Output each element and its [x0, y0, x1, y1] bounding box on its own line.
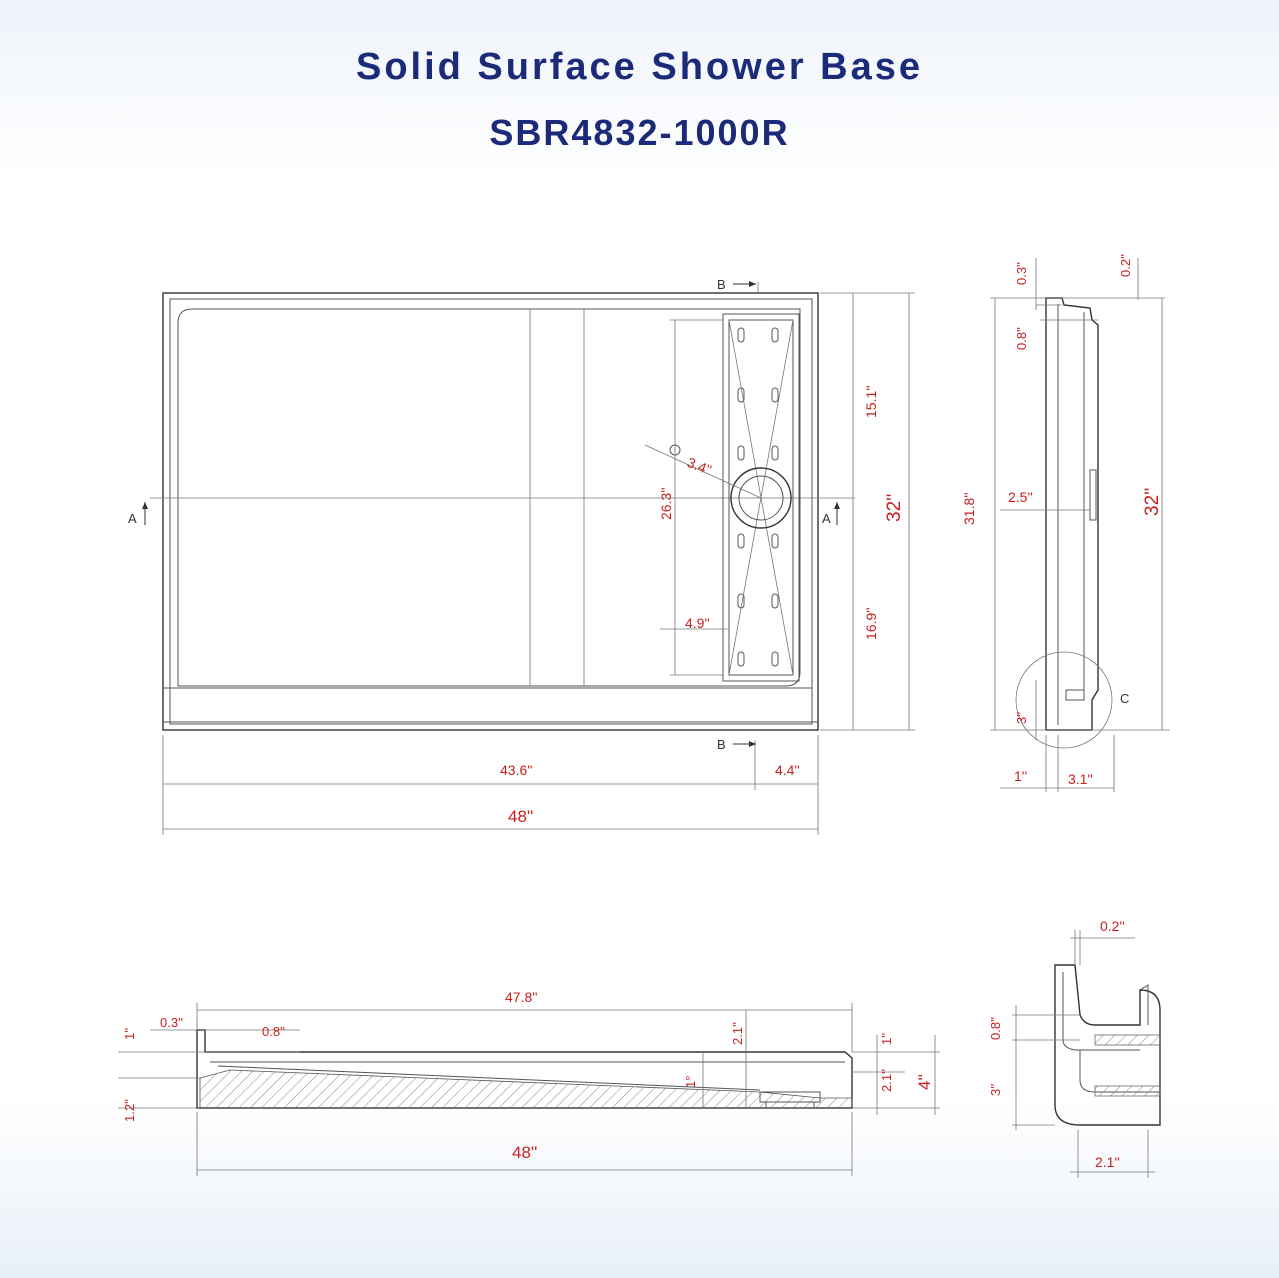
- dim-inner-depth: 31.8'': [961, 492, 977, 525]
- dim-left-rim: 0.3'': [160, 1015, 183, 1030]
- base-inner-outline: [169, 298, 813, 725]
- dim-right-depth: 2.1'': [879, 1069, 894, 1092]
- dim-depth-upper: 15.1'': [863, 385, 879, 418]
- dim-base-width: 3.1'': [1068, 771, 1093, 787]
- dim-detail-lip-height: 0.8'': [988, 1017, 1003, 1040]
- dim-side-height: 3'': [1014, 712, 1029, 724]
- section-label-a-left: A: [128, 511, 137, 526]
- detail-c-view: 0.2'' 0.8'' 3'' 2.1'': [988, 918, 1161, 1178]
- section-label-a-right: A: [822, 511, 831, 526]
- dim-drain-depth: 2.1'': [730, 1022, 745, 1045]
- side-view: 0.3'' 0.2'' 0.8'' 31.8'' 32'' 2.5'' 3'' …: [961, 254, 1170, 792]
- dim-side-height-front: 1.2'': [122, 1099, 137, 1122]
- section-label-b-bottom: B: [717, 737, 726, 752]
- drain-slots: [737, 327, 779, 667]
- front-view: 47.8'' 48'' 0.3'' 0.8'' 1'' 1.2'' 2.1'' …: [118, 989, 940, 1176]
- section-label-c: C: [1120, 691, 1129, 706]
- dim-right-rim: 1'': [879, 1033, 894, 1045]
- dim-lip-width: 1'': [1014, 768, 1027, 784]
- dim-overall-height: 4'': [915, 1074, 934, 1090]
- base-outline: [162, 292, 819, 731]
- page-title: Solid Surface Shower Base: [355, 46, 924, 88]
- dim-top-offset-right: 0.2'': [1118, 254, 1133, 277]
- linear-drain: [722, 313, 800, 682]
- front-hatch: [199, 1069, 853, 1109]
- tray-outline: [177, 308, 801, 687]
- model-number: SBR4832-1000R: [489, 112, 790, 153]
- dim-drain-width: 4.9'': [685, 615, 710, 631]
- dim-front-overall-width: 48'': [512, 1143, 537, 1162]
- section-label-b-top: B: [717, 277, 726, 292]
- dim-detail-top-offset: 0.2'': [1100, 918, 1125, 934]
- dim-drain-length: 26.3'': [658, 487, 674, 520]
- dim-top-height: 1'': [122, 1028, 137, 1040]
- dim-inner-width: 47.8'': [505, 989, 538, 1005]
- detail-circle-c: [1015, 651, 1113, 749]
- dim-detail-base-width: 2.1'': [1095, 1154, 1120, 1170]
- dim-overall-depth: 32'': [884, 494, 905, 522]
- drain-outlet: [730, 467, 792, 529]
- dim-inner-rim: 0.8'': [262, 1024, 285, 1039]
- side-profile: [1045, 297, 1099, 731]
- dim-drain-offset: 2.5'': [1008, 489, 1033, 505]
- dim-overall-width: 48'': [508, 807, 533, 826]
- top-view: B B A A 43.6'' 4.4'' 48'' 4.9'' 3.4'' 26…: [128, 277, 915, 835]
- dim-top-offset: 0.3'': [1014, 262, 1029, 285]
- dim-width-left: 43.6'': [500, 762, 533, 778]
- dim-lip-height: 0.8'': [1014, 327, 1029, 350]
- dim-width-right: 4.4'': [775, 762, 800, 778]
- detail-profile: [1054, 964, 1161, 1126]
- dim-slope: 1°: [683, 1076, 698, 1088]
- dim-side-overall-depth: 32'': [1142, 488, 1163, 516]
- dim-depth-lower: 16.9'': [863, 607, 879, 640]
- dim-detail-height: 3'': [988, 1084, 1003, 1096]
